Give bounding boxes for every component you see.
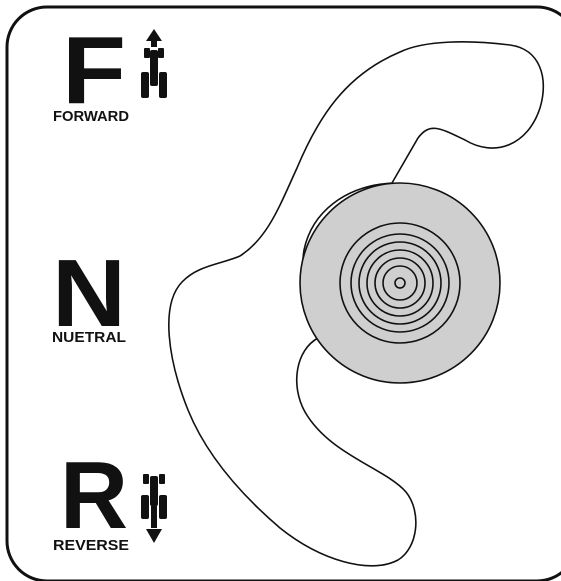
dial-outer	[300, 183, 500, 383]
forward-label: FORWARD	[53, 108, 129, 125]
neutral-label: NUETRAL	[52, 329, 126, 346]
reverse-label: REVERSE	[53, 537, 129, 554]
reverse-letter: R	[60, 442, 128, 549]
pedal-dial-icon	[300, 183, 500, 383]
